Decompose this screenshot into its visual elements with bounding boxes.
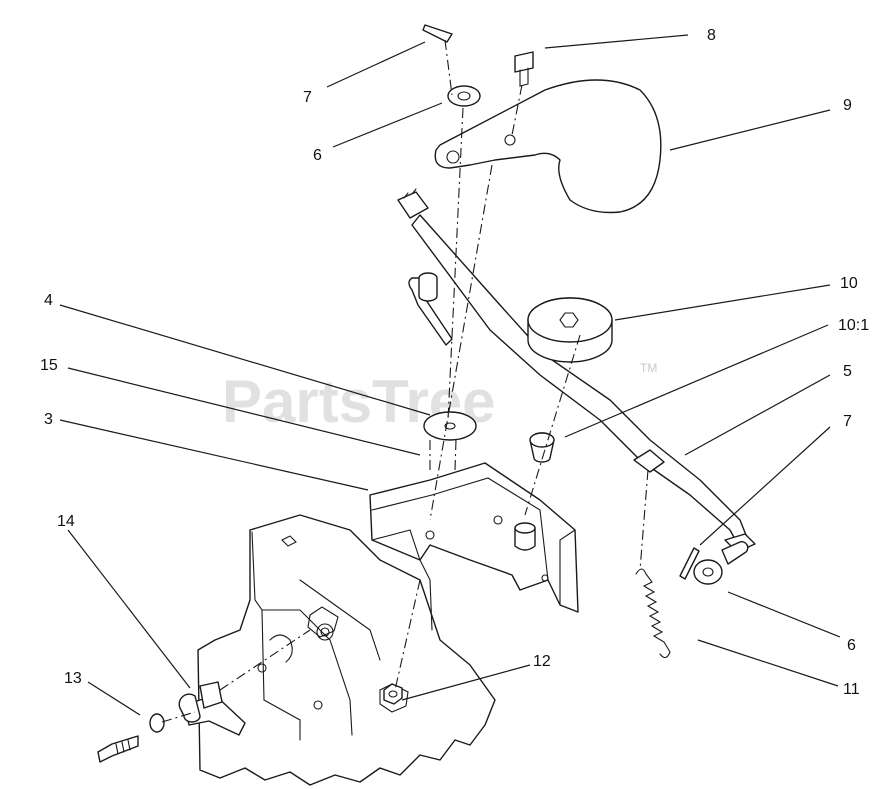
- washer-6-top: [447, 85, 481, 107]
- leader-4: [59, 304, 431, 416]
- leader-14: [67, 529, 191, 689]
- cover-plate: [434, 79, 662, 214]
- washer-4: [423, 411, 477, 441]
- callout-6b: 6: [847, 637, 856, 654]
- leader-12: [401, 664, 531, 701]
- connector: [397, 188, 429, 219]
- leader-6b: [727, 591, 841, 638]
- callout-10-1: 10:1: [838, 317, 869, 334]
- leader-6a: [332, 102, 443, 148]
- spring: [635, 568, 671, 659]
- leader-15: [67, 367, 421, 456]
- bracket: [369, 462, 579, 631]
- leader-11: [697, 639, 839, 687]
- cotter-pin-top: [422, 24, 453, 43]
- nut-12: [383, 683, 403, 705]
- watermark-tm: TM: [640, 361, 657, 375]
- leader-lines: [59, 34, 841, 716]
- bumper: [529, 432, 555, 463]
- brake-pad: [527, 297, 613, 363]
- cotter-pin-right: [679, 547, 700, 580]
- callouts: 7 8 6 9 10 4 10:1 15 5 3 7 14 6 12 13 11: [40, 27, 869, 698]
- callout-7a: 7: [303, 89, 312, 106]
- leader-5: [684, 374, 831, 456]
- callout-15: 15: [40, 357, 58, 374]
- leader-10: [614, 284, 831, 321]
- callout-14: 14: [57, 513, 75, 530]
- bolt-8: [514, 51, 534, 87]
- alignment-lines: [161, 39, 649, 723]
- callout-11: 11: [843, 681, 860, 698]
- leader-3: [59, 419, 369, 491]
- frame-body: [197, 514, 496, 786]
- washer-13: [149, 713, 165, 733]
- leader-10-1: [564, 324, 829, 438]
- callout-9: 9: [843, 97, 852, 114]
- callout-6a: 6: [313, 147, 322, 164]
- leader-7b: [699, 426, 831, 546]
- callout-7b: 7: [843, 413, 852, 430]
- leader-13: [87, 681, 141, 716]
- pivot-pin: [418, 272, 438, 302]
- leader-7a: [326, 41, 426, 88]
- washer-6-right: [693, 559, 723, 585]
- leader-9: [669, 109, 831, 151]
- leader-8: [544, 34, 689, 49]
- callout-12: 12: [533, 653, 551, 670]
- callout-4: 4: [44, 292, 53, 309]
- bolt-13: [97, 735, 139, 763]
- clevis-pin-right: [721, 541, 749, 565]
- callout-3: 3: [44, 411, 53, 428]
- callout-13: 13: [64, 670, 82, 687]
- callout-10: 10: [840, 275, 858, 292]
- callout-8: 8: [707, 27, 716, 44]
- callout-5: 5: [843, 363, 852, 380]
- washer-4-hole: [444, 422, 456, 430]
